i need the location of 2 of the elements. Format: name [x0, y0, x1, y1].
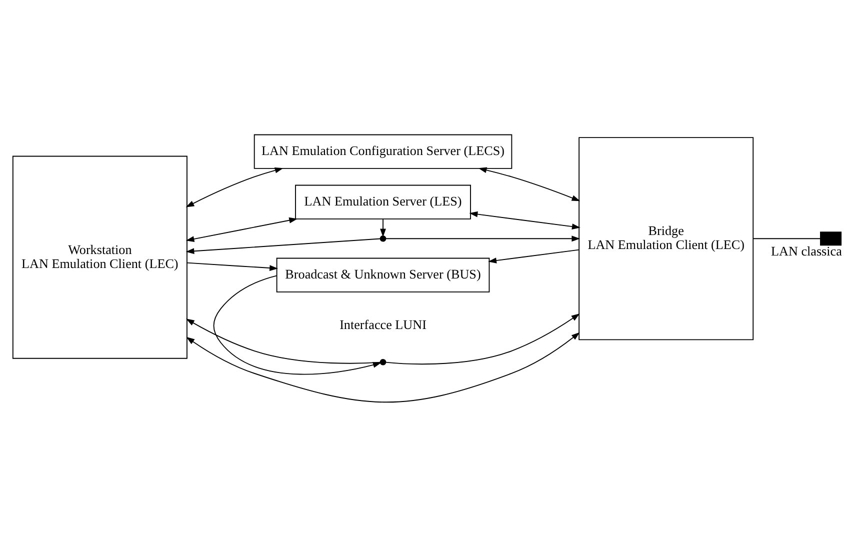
node-label: LAN classica — [771, 243, 842, 258]
label: Interfacce LUNI — [340, 316, 426, 332]
